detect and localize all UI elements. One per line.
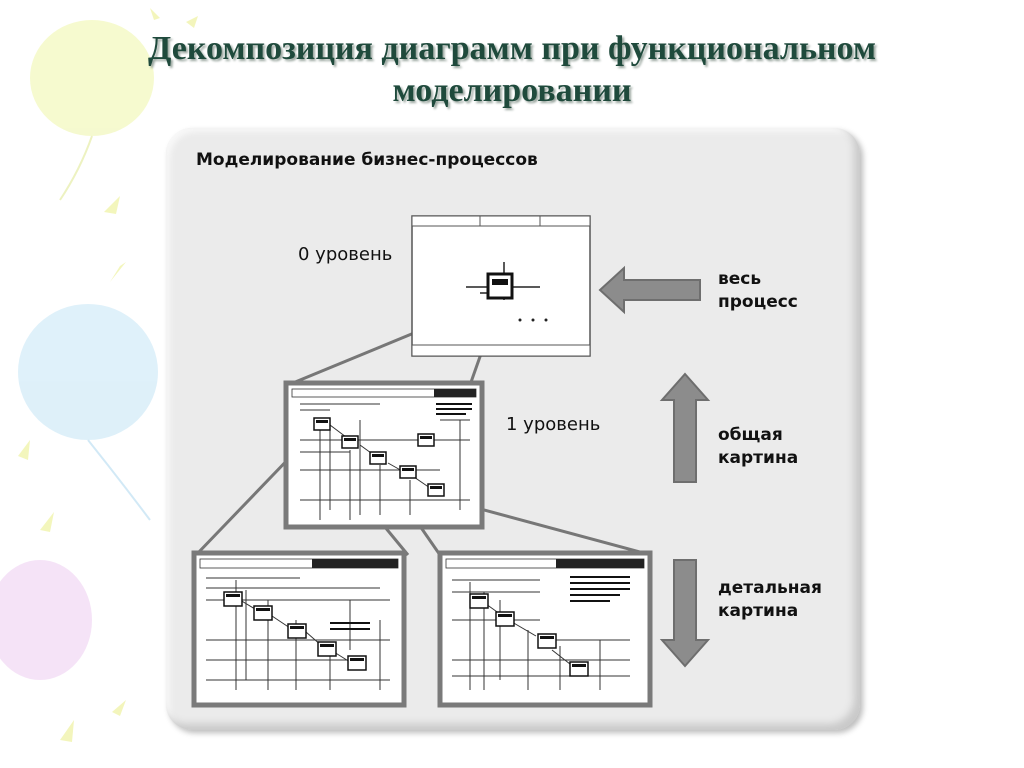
whole-process-line2: процесс [718, 292, 798, 312]
slide-title-line2: моделировании [392, 72, 632, 109]
star-rays-decoration [18, 8, 198, 742]
detailed-picture-label: детальная картина [718, 577, 822, 623]
level-0-label: 0 уровень [298, 244, 393, 265]
whole-process-line1: весь [718, 269, 762, 289]
general-picture-label: общая картина [718, 424, 798, 470]
whole-process-label: весь процесс [718, 268, 798, 314]
level-1-diagram [283, 380, 485, 530]
panel-title: Моделирование бизнес-процессов [196, 150, 538, 170]
slide-title: Декомпозиция диаграмм при функциональном… [40, 28, 984, 112]
level-2-left-diagram [191, 550, 407, 708]
detailed-picture-line2: картина [718, 601, 799, 621]
down-arrow-icon [659, 559, 711, 668]
blue-balloon-decoration [18, 304, 158, 521]
slide-title-line1: Декомпозиция диаграмм при функциональном [147, 30, 877, 67]
level-0-diagram [411, 215, 591, 357]
left-arrow-icon [598, 265, 701, 315]
level-2-right-diagram [437, 550, 653, 708]
yellow-balloon-decoration [30, 20, 154, 201]
up-arrow-icon [659, 372, 711, 483]
detailed-picture-line1: детальная [718, 578, 822, 598]
level-1-label: 1 уровень [506, 414, 601, 435]
pink-balloon-decoration [0, 560, 92, 680]
general-picture-line2: картина [718, 448, 799, 468]
general-picture-line1: общая [718, 425, 783, 445]
